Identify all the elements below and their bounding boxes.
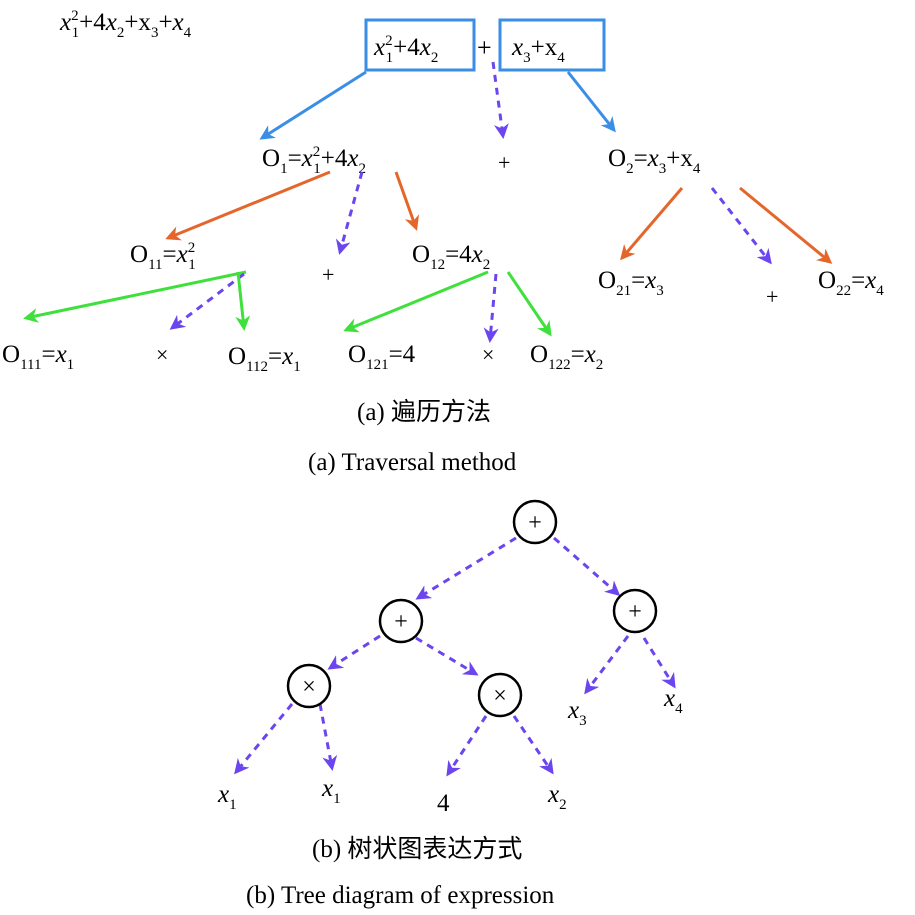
o1-operator: + xyxy=(322,262,334,287)
expression-tree-diagram: + + + × × x3 x4 x1 x1 4 x2 (b) 树状图表达方式 (… xyxy=(217,499,683,909)
leaf-four: 4 xyxy=(437,790,450,817)
root-right-box xyxy=(498,18,606,72)
caption-a-english: (a) Traversal method xyxy=(308,449,517,476)
caption-a-chinese: (a) 遍历方法 xyxy=(357,398,491,426)
arrow-root-to-o1 xyxy=(259,70,367,140)
leaf-x1-right: x1 xyxy=(321,775,341,807)
o11-operator: × xyxy=(156,342,168,367)
tree-node-mul1 xyxy=(286,663,332,709)
o2-operator: + xyxy=(766,284,778,309)
tree-node-mul1-label: × xyxy=(302,674,316,700)
node-o12: O12=4x2 xyxy=(412,241,490,273)
arrow-o1-to-op xyxy=(335,171,364,255)
arrow-root-to-o2 xyxy=(566,71,616,133)
arrow-root-to-op xyxy=(491,61,509,139)
arrow-o1-to-o12 xyxy=(394,171,420,231)
tree-node-left-label: + xyxy=(394,609,408,635)
edge-mul1-x1a xyxy=(234,703,294,775)
tree-node-root xyxy=(512,499,558,545)
tree-node-mul2-label: × xyxy=(493,683,507,709)
tree-node-root-label: + xyxy=(528,510,542,536)
arrow-o11-to-o111 xyxy=(23,270,247,323)
edge-mul2-four xyxy=(446,715,488,777)
arrow-o12-to-o122 xyxy=(506,271,552,337)
arrow-o2-to-o21 xyxy=(620,187,684,261)
node-o2: O2=x3+x4 xyxy=(608,145,701,177)
edge-left-mul2 xyxy=(415,636,479,676)
edge-mul2-x2 xyxy=(512,715,554,775)
arrow-o11-to-o112 xyxy=(235,271,251,331)
edge-root-left xyxy=(415,536,517,600)
leaf-x2: x2 xyxy=(547,781,567,813)
arrow-o1-to-o11 xyxy=(165,170,331,241)
arrow-o12-to-op xyxy=(483,273,499,343)
arrow-o12-to-o121 xyxy=(343,270,489,333)
edge-left-mul1 xyxy=(327,634,381,670)
node-o112: O112=x1 xyxy=(228,343,301,375)
edge-root-right xyxy=(553,536,621,596)
leaf-x3: x3 xyxy=(567,697,587,729)
node-o22: O22=x4 xyxy=(818,267,884,299)
tree-node-right xyxy=(612,588,658,634)
o12-operator: × xyxy=(482,342,494,367)
node-o121: O121=4 xyxy=(348,341,416,373)
node-o21: O21=x3 xyxy=(598,267,664,299)
caption-b-english: (b) Tree diagram of expression xyxy=(246,882,555,909)
root-left-box xyxy=(364,18,476,72)
leaf-x1-left: x1 xyxy=(217,781,237,813)
root-right-box-label: x3+x4 xyxy=(511,34,565,66)
root-operator-node: + xyxy=(498,150,510,175)
node-o122: O122=x2 xyxy=(530,341,603,373)
root-operator: + xyxy=(477,33,492,62)
leaf-x4: x4 xyxy=(663,685,683,717)
caption-b-chinese: (b) 树状图表达方式 xyxy=(312,835,522,863)
arrow-o2-to-o22 xyxy=(739,186,833,264)
arrow-o2-to-op xyxy=(710,187,772,265)
tree-node-right-label: + xyxy=(628,599,642,625)
tree-node-mul2 xyxy=(477,672,523,718)
edge-mul1-x1b xyxy=(318,703,338,771)
node-o111: O111=x1 xyxy=(2,341,74,373)
arrow-o11-to-op xyxy=(169,272,245,330)
edge-right-x4 xyxy=(642,637,676,689)
edge-right-x3 xyxy=(584,635,630,695)
tree-node-left xyxy=(378,598,424,644)
